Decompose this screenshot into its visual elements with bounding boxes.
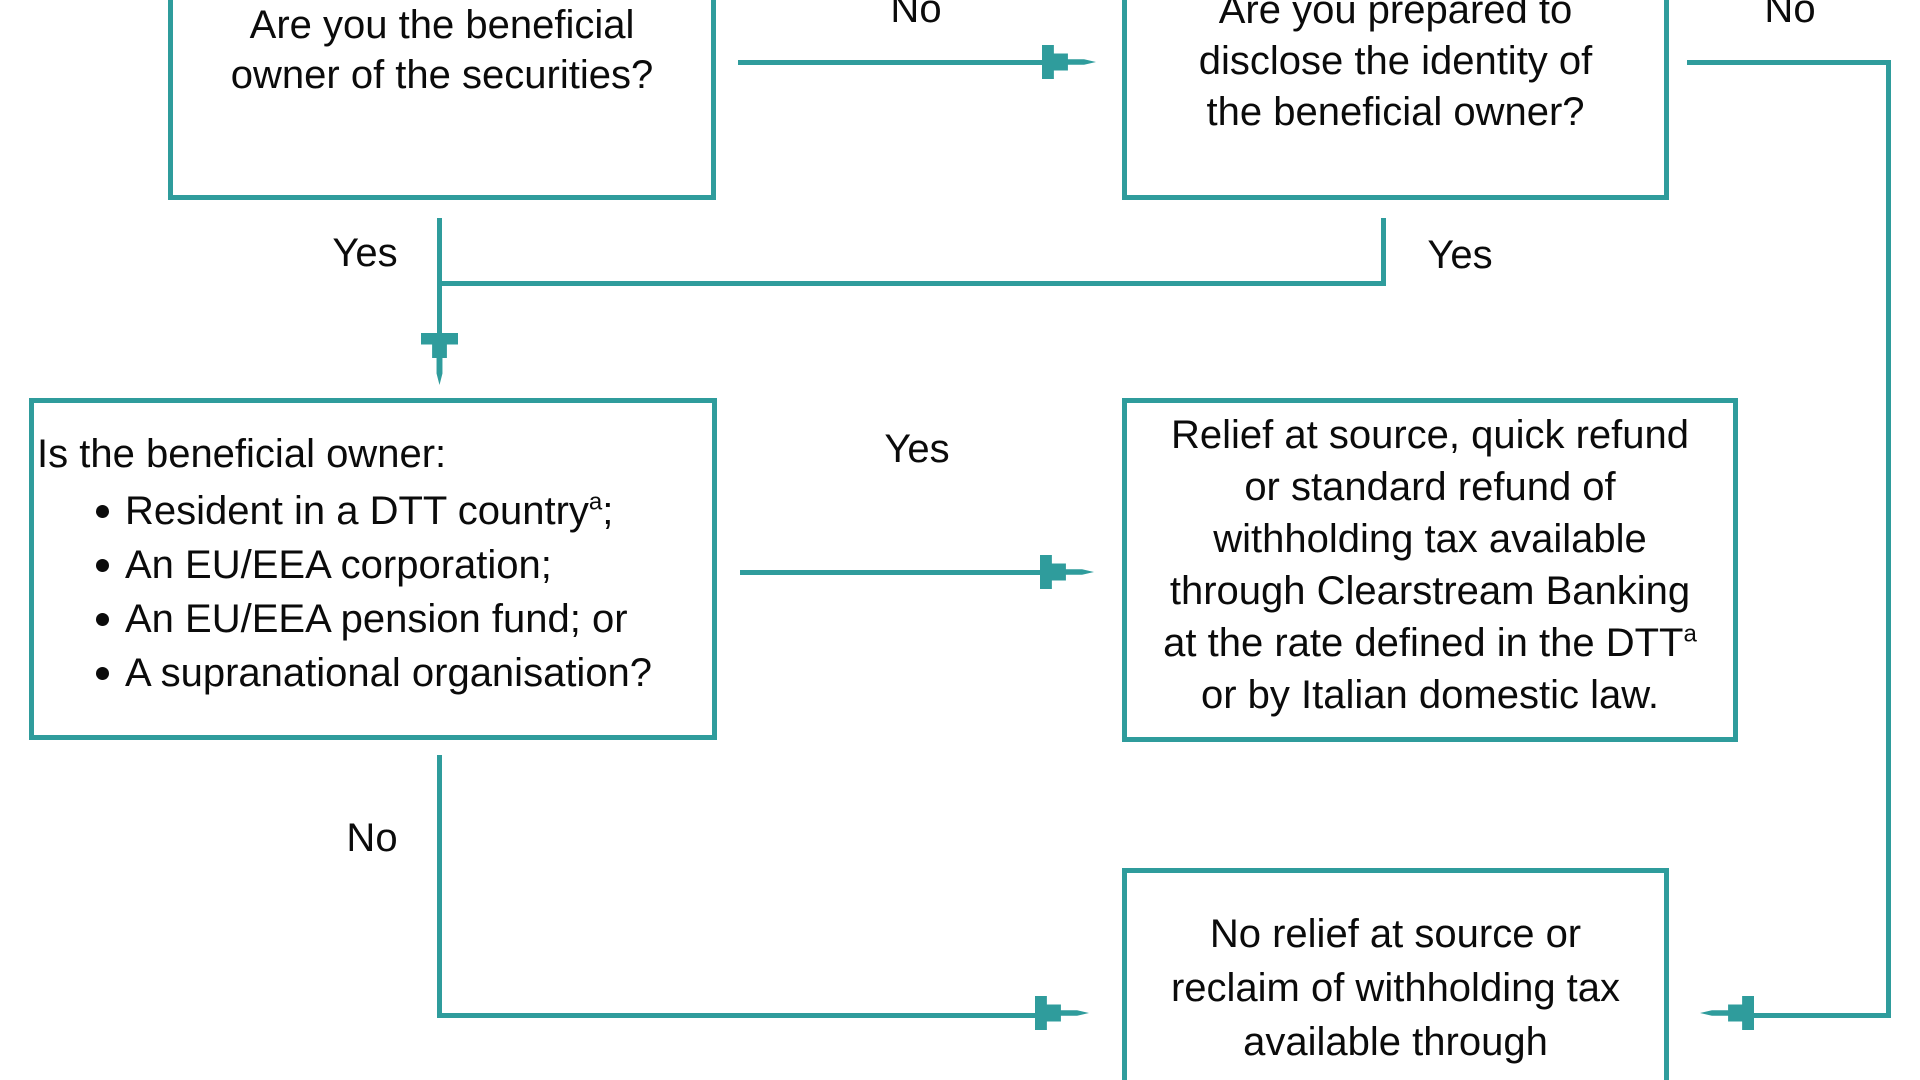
arrowhead-down-icon [421, 333, 458, 385]
branch-label-yes-below-right: Yes [1427, 233, 1493, 277]
text-line: Clearstream Banking [1127, 1069, 1664, 1080]
branch-label-no-bottom: No [346, 816, 398, 860]
outcome-box-no-relief: No relief at source or reclaim of withho… [1122, 868, 1669, 1080]
text-line: available through [1243, 1020, 1548, 1064]
branch-label-yes-below-left: Yes [332, 231, 398, 275]
outcome-box-relief-text: Relief at source, quick refund or standa… [1127, 409, 1733, 721]
footnote-marker: a [1683, 620, 1697, 648]
list-item: A supranational organisation? [34, 646, 712, 700]
bullet-text: Resident in a DTT country [125, 489, 589, 533]
owner-type-intro: Is the beneficial owner: [37, 432, 447, 476]
text-line: disclose the identity of [1198, 39, 1593, 83]
decision-box-beneficial-owner: Are you the beneficial owner of the secu… [168, 0, 716, 200]
list-item: Resident in a DTT countrya; [34, 484, 712, 538]
connector-no-bottom-horizontal [437, 1013, 1037, 1018]
connector-yes-middle [740, 570, 1040, 575]
connector-no-bottom-vertical [437, 755, 442, 1018]
decision-box-disclose-identity: Are you prepared to disclose the identit… [1122, 0, 1669, 200]
arrowhead-right-icon [1042, 45, 1096, 79]
text-line: or standard refund of [1244, 465, 1616, 509]
connector-no-top [738, 60, 1042, 65]
decision-box-disclose-identity-text: Are you prepared to disclose the identit… [1127, 0, 1664, 138]
branch-label-no-right: No [1764, 0, 1816, 31]
outcome-box-no-relief-text: No relief at source or reclaim of withho… [1127, 907, 1664, 1080]
arrowhead-right-icon [1040, 555, 1094, 589]
text-line: owner of the securities? [230, 53, 654, 97]
text-line: through Clearstream Banking [1169, 569, 1691, 613]
bullet-icon [96, 667, 109, 680]
text-line: withholding tax available [1213, 517, 1647, 561]
text-line: at the rate defined in the DTTa [1163, 620, 1697, 665]
branch-label-yes-middle: Yes [884, 427, 950, 471]
bullet-text: An EU/EEA pension fund; or [125, 597, 628, 641]
bullet-text: ; [602, 489, 614, 533]
branch-label-no-top: No [890, 0, 942, 31]
footnote-marker: a [588, 488, 603, 516]
outcome-box-relief-available: Relief at source, quick refund or standa… [1122, 398, 1738, 742]
owner-type-bullet-list: Resident in a DTT countrya; An EU/EEA co… [34, 484, 712, 700]
connector-no-right-horizontal [1687, 60, 1891, 65]
text-line: or by Italian domestic law. [1201, 673, 1659, 717]
connector-yes-merge-horizontal [437, 281, 1386, 286]
bullet-icon [96, 505, 109, 518]
list-item: An EU/EEA corporation; [34, 538, 712, 592]
text-line: No relief at source or [1209, 912, 1582, 956]
connector-no-right-vertical [1886, 60, 1891, 1018]
text-line: Are you prepared to [1218, 0, 1573, 32]
arrowhead-left-icon [1700, 996, 1754, 1030]
bullet-icon [96, 559, 109, 572]
arrowhead-right-icon [1035, 996, 1089, 1030]
bullet-icon [96, 613, 109, 626]
decision-box-beneficial-owner-text: Are you the beneficial owner of the secu… [173, 0, 711, 100]
text-line: the beneficial owner? [1206, 90, 1585, 134]
connector-no-right-bottom [1750, 1013, 1891, 1018]
list-item: An EU/EEA pension fund; or [34, 592, 712, 646]
connector-yes-right-stub [1381, 218, 1386, 286]
bullet-text: A supranational organisation? [125, 651, 653, 695]
connector-yes-left-vertical [437, 218, 442, 335]
text-line: reclaim of withholding tax [1170, 966, 1621, 1010]
text-line: Relief at source, quick refund [1170, 413, 1690, 457]
text-line: Are you the beneficial [249, 3, 635, 47]
bullet-text: An EU/EEA corporation; [125, 543, 552, 587]
decision-box-owner-type: Is the beneficial owner: Resident in a D… [29, 398, 717, 740]
